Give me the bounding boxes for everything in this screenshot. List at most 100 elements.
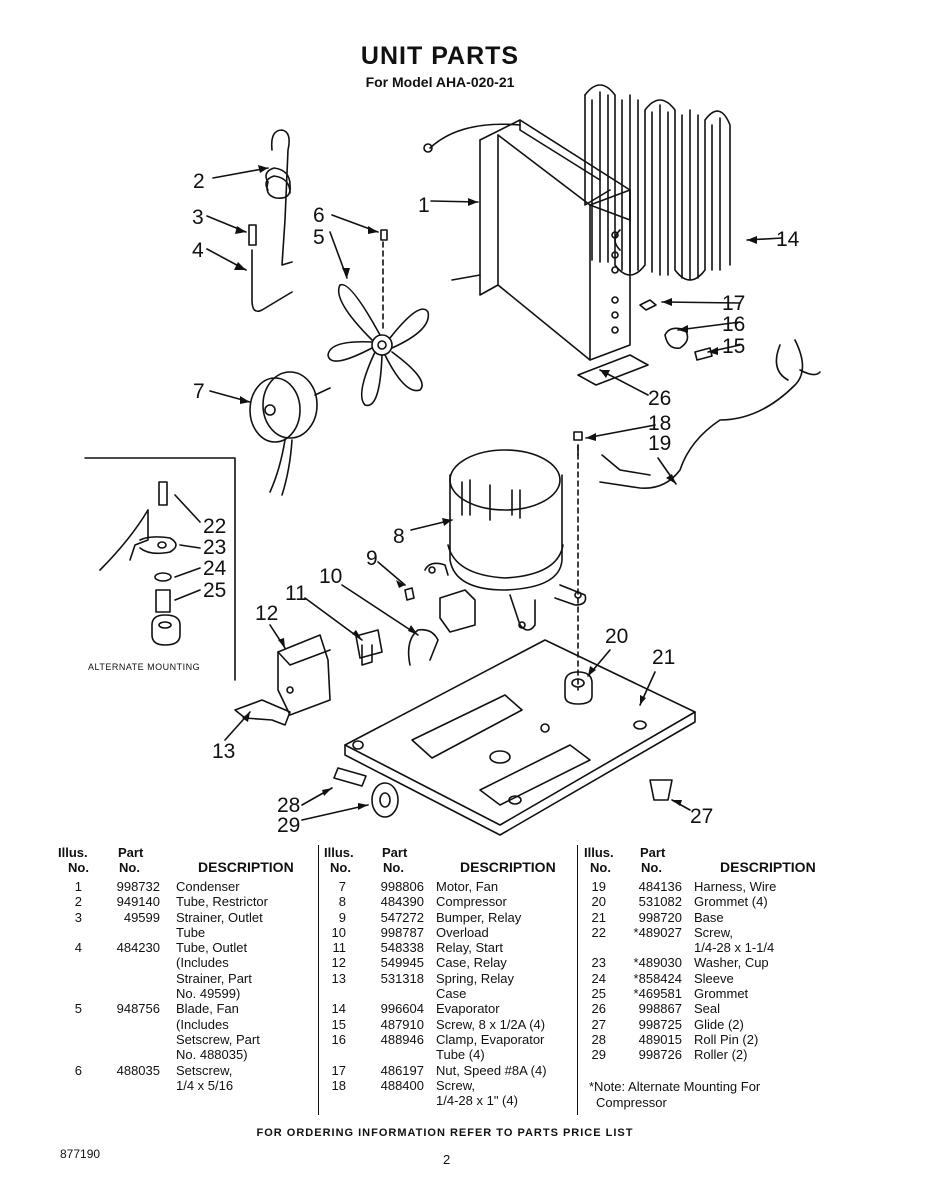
- table-row: 1/4 x 5/16: [58, 1078, 316, 1093]
- seal-drawing: [577, 354, 649, 386]
- callout-20: 20: [605, 625, 628, 648]
- illus-number: 18: [331, 1077, 346, 1093]
- part-description: Grommet (4): [694, 894, 768, 910]
- illus-number: 6: [74, 1062, 82, 1078]
- part-description: Compressor: [436, 894, 507, 910]
- part-description: Case, Relay: [436, 955, 507, 971]
- illus-number: 5: [74, 1001, 82, 1017]
- part-description: Tube: [176, 924, 206, 940]
- table-row: (Includes: [58, 955, 316, 970]
- illus-number: 25: [591, 986, 606, 1002]
- table-row: No. 49599): [58, 986, 316, 1001]
- part-number: 487910: [380, 1016, 424, 1032]
- table-header: Illus. No. Part No. DESCRIPTION: [584, 845, 829, 879]
- callout-22: 22: [203, 515, 226, 538]
- part-description: Case: [436, 986, 467, 1002]
- part-number: 484230: [116, 940, 160, 956]
- table-row: 16 488946 Clamp, Evaporator: [324, 1032, 576, 1047]
- callout-12: 12: [255, 602, 278, 625]
- table-row: No. 488035): [58, 1047, 316, 1062]
- part-number: 488946: [380, 1031, 424, 1047]
- callout-17: 17: [722, 292, 745, 315]
- part-number: 484136: [638, 879, 682, 894]
- part-number: 531318: [380, 970, 424, 986]
- part-description: Base: [694, 909, 724, 925]
- callout-11: 11: [285, 582, 307, 605]
- part-number: 998720: [638, 909, 682, 925]
- illus-number: 12: [331, 955, 346, 971]
- part-number: 548338: [380, 940, 424, 956]
- part-description: Evaporator: [436, 1001, 500, 1017]
- illus-number: 17: [331, 1062, 346, 1078]
- illus-number: 21: [591, 909, 606, 925]
- table-row: (Includes: [58, 1017, 316, 1032]
- condenser-drawing: [423, 119, 631, 361]
- table-row: Strainer, Part: [58, 971, 316, 986]
- table-row: Case: [324, 986, 576, 1001]
- callout-29: 29: [277, 814, 300, 837]
- part-description: Tube (4): [436, 1047, 485, 1063]
- part-description: Roll Pin (2): [694, 1031, 759, 1047]
- part-number: 998867: [638, 1001, 682, 1017]
- header-description: DESCRIPTION: [460, 859, 556, 875]
- illus-number: 29: [591, 1047, 606, 1063]
- part-number: 998726: [638, 1047, 682, 1063]
- header-illus-no: No.: [590, 860, 611, 875]
- table-row: Setscrew, Part: [58, 1032, 316, 1047]
- part-description: Setscrew,: [176, 1062, 233, 1078]
- part-number: 489015: [638, 1031, 682, 1047]
- illus-number: 4: [74, 940, 82, 956]
- part-number: 549945: [380, 955, 424, 971]
- callout-3: 3: [192, 206, 204, 229]
- callout-1: 1: [418, 194, 430, 217]
- illus-number: 2: [74, 894, 82, 910]
- part-number: 484390: [380, 894, 424, 910]
- illus-number: 16: [331, 1031, 346, 1047]
- part-number: 486197: [380, 1062, 424, 1078]
- table-row: Tube: [58, 925, 316, 940]
- header-part-no: No.: [119, 860, 140, 875]
- callout-23: 23: [203, 536, 226, 559]
- part-number: 998806: [380, 879, 424, 894]
- callout-15: 15: [722, 335, 745, 358]
- illus-number: 23: [591, 955, 606, 971]
- part-description: Clamp, Evaporator: [436, 1031, 545, 1047]
- part-description: Relay, Start: [436, 940, 503, 956]
- callout-10: 10: [319, 565, 342, 588]
- header-part-no: No.: [383, 860, 404, 875]
- part-description: (Includes: [176, 1016, 229, 1032]
- table-header: Illus. No. Part No. DESCRIPTION: [324, 845, 576, 879]
- illus-number: 28: [591, 1031, 606, 1047]
- part-description: Harness, Wire: [694, 879, 777, 894]
- part-number: *858424: [633, 970, 682, 986]
- header-illus: Illus.: [584, 845, 614, 860]
- callout-7: 7: [193, 380, 205, 403]
- page-title: UNIT PARTS: [360, 42, 520, 70]
- compressor-drawing: [424, 444, 587, 631]
- part-number: 998732: [116, 879, 160, 894]
- header-illus-no: No.: [68, 860, 89, 875]
- part-description: (Includes: [176, 955, 229, 971]
- table-row: 1/4-28 x 1" (4): [324, 1093, 576, 1108]
- note-line-1: *Note: Alternate Mounting For: [589, 1079, 761, 1094]
- part-description: Condenser: [176, 879, 240, 894]
- table-header: Illus. No. Part No. DESCRIPTION: [58, 845, 316, 879]
- header-illus: Illus.: [58, 845, 88, 860]
